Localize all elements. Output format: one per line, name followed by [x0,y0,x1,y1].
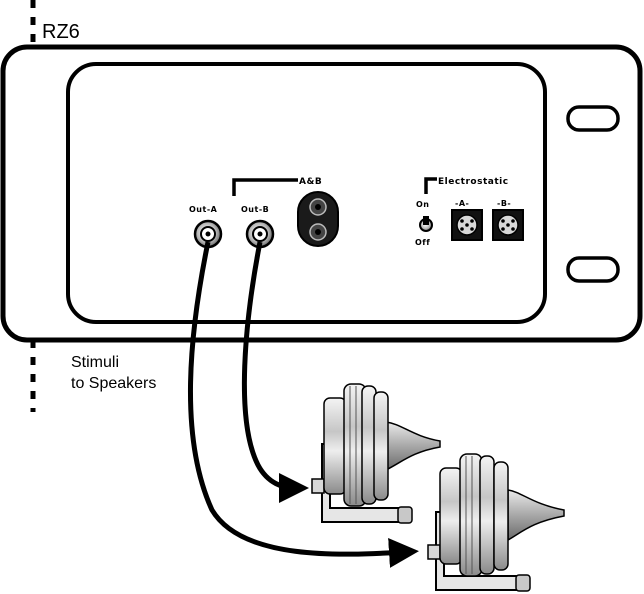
caption-line-2: to Speakers [71,375,156,392]
rack-slot-top [566,105,620,132]
electrostatic-speaker-1 [311,383,441,524]
toggle-off-label: Off [415,238,430,247]
ab-bracket [232,178,298,196]
out-a-label: Out-A [189,205,218,214]
estatic-a-label: -A- [455,199,469,208]
electrostatic-a-connector[interactable] [451,209,483,241]
front-panel [66,62,547,324]
electrostatic-speaker-icon [427,453,565,592]
device-title: RZ6 [42,21,80,43]
toggle-on-label: On [416,200,430,209]
ab-label: A&B [299,177,322,187]
electrostatic-b-connector[interactable] [492,209,524,241]
electrostatic-label: Electrostatic [438,177,509,187]
out-b-label: Out-B [241,205,269,214]
caption-line-1: Stimuli [71,354,119,371]
out-a-bnc-connector[interactable] [193,219,223,249]
electrostatic-speaker-2 [427,453,565,592]
cable-out-a [187,241,419,568]
rack-slot-bottom [566,256,620,283]
power-toggle-switch[interactable] [419,216,433,232]
out-b-bnc-connector[interactable] [245,219,275,249]
electrostatic-bracket [424,177,437,194]
ab-dual-jack[interactable] [297,191,339,247]
cable-out-b [241,241,309,503]
electrostatic-speaker-icon [311,383,441,524]
estatic-b-label: -B- [497,199,511,208]
